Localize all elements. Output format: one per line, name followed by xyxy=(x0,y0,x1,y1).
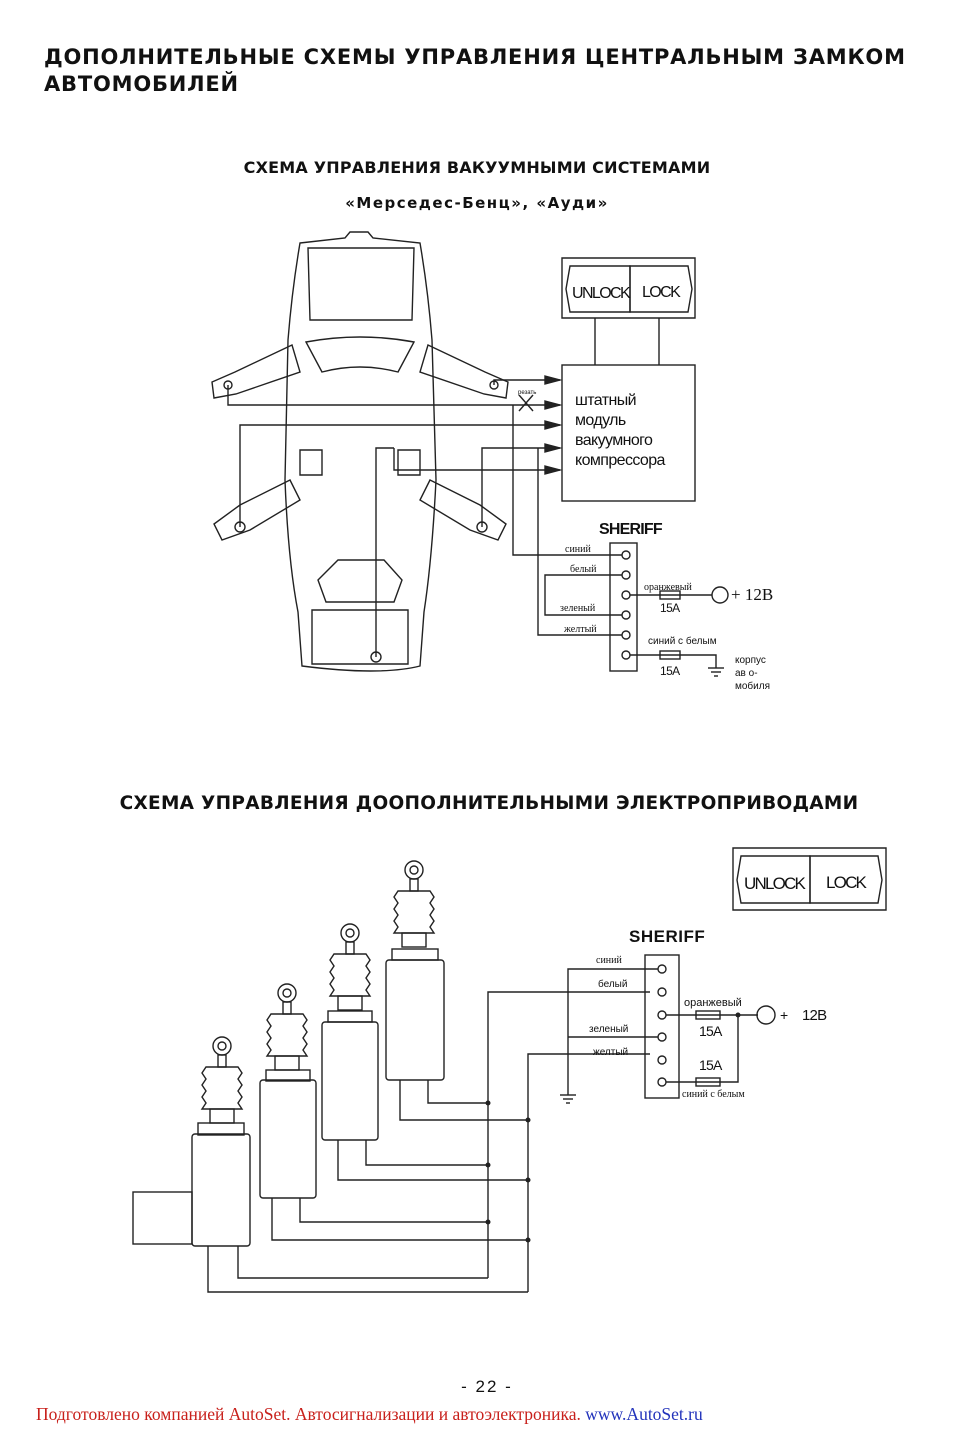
fuse-label-2a: 15A xyxy=(699,1023,723,1039)
wire-orange-label-1: оранжевый xyxy=(644,582,692,593)
wire-white-label-2: белый xyxy=(598,978,627,990)
sheriff-label-1: SHERIFF xyxy=(599,521,663,538)
cut-label: резать xyxy=(518,390,536,396)
lock-button-label-2: LOCK xyxy=(826,873,868,892)
ground-label-line-2: ав о- xyxy=(735,668,758,679)
fuse-label-2b: 15A xyxy=(699,1057,723,1073)
actuator-4 xyxy=(385,860,445,1081)
wire-white-label-1: белый xyxy=(570,564,597,575)
unlock-button-label-1: UNLOCK xyxy=(572,285,631,302)
power-sign-2: + xyxy=(780,1007,788,1023)
vacuum-scheme-heading: СХЕМА УПРАВЛЕНИЯ ВАКУУМНЫМИ СИСТЕМАМИ xyxy=(243,158,711,177)
wire-blue-label-2: синий xyxy=(596,955,622,966)
module-label-line-4: компрессора xyxy=(575,452,666,469)
car-top-view xyxy=(211,231,509,672)
module-label-line-1: штатный xyxy=(575,392,636,409)
fuse-label-1a: 15A xyxy=(660,601,680,615)
ground-label-line-3: мобиля xyxy=(735,680,770,692)
footer: Подготовлено компанией AutoSet. Автосигн… xyxy=(36,1404,703,1425)
ground-label-line-1: корпус xyxy=(735,655,766,666)
actuators-scheme-heading: СХЕМА УПРАВЛЕНИЯ ДООПОЛНИТЕЛЬНЫМИ ЭЛЕКТР… xyxy=(119,793,859,814)
module-label-line-3: вакуумного xyxy=(575,432,653,449)
unlock-button-label-2: UNLOCK xyxy=(744,874,807,893)
wire-yellow-label-1: желтый xyxy=(563,624,597,635)
power-label-1: + 12В xyxy=(731,585,773,604)
page-title-line-1: ДОПОЛНИТЕЛЬНЫЕ СХЕМЫ УПРАВЛЕНИЯ ЦЕНТРАЛЬ… xyxy=(44,45,906,69)
page-title: ДОПОЛНИТЕЛЬНЫЕ СХЕМЫ УПРАВЛЕНИЯ ЦЕНТРАЛЬ… xyxy=(44,44,924,98)
footer-link[interactable]: www.AutoSet.ru xyxy=(585,1404,703,1424)
actuators-diagram: UNLOCK LOCK SHERIFF синий белый зеленый … xyxy=(132,847,887,1293)
wire-blue-white-label-1: синий с белым xyxy=(648,635,717,647)
page-number: - 22 - xyxy=(461,1377,513,1396)
page-title-line-2: АВТОМОБИЛЕЙ xyxy=(44,72,239,96)
footer-text: Подготовлено компанией AutoSet. Автосигн… xyxy=(36,1404,581,1424)
vacuum-system-diagram: UNLOCK LOCK штатный модуль вакуумного ко… xyxy=(211,231,773,692)
wire-orange-label-2: оранжевый xyxy=(684,997,742,1009)
wire-green-label-1: зеленый xyxy=(560,603,596,614)
vacuum-scheme-subheading: «Мерседес-Бенц», «Ауди» xyxy=(345,194,609,212)
wire-yellow-label-2: желтый xyxy=(593,1047,628,1058)
module-label-line-2: модуль xyxy=(575,412,626,429)
actuator-3 xyxy=(321,923,379,1141)
sheriff-label-2: SHERIFF xyxy=(629,927,705,946)
wire-blue-white-label-2: синий с белым xyxy=(682,1089,745,1100)
wire-blue-label-1: синий xyxy=(565,544,591,555)
actuator-1 xyxy=(132,1036,251,1247)
lock-button-label-1: LOCK xyxy=(642,284,681,301)
fuse-label-1b: 15A xyxy=(660,664,680,678)
power-label-2: 12В xyxy=(802,1007,827,1024)
actuator-2 xyxy=(259,983,317,1199)
wire-green-label-2: зеленый xyxy=(589,1024,628,1035)
